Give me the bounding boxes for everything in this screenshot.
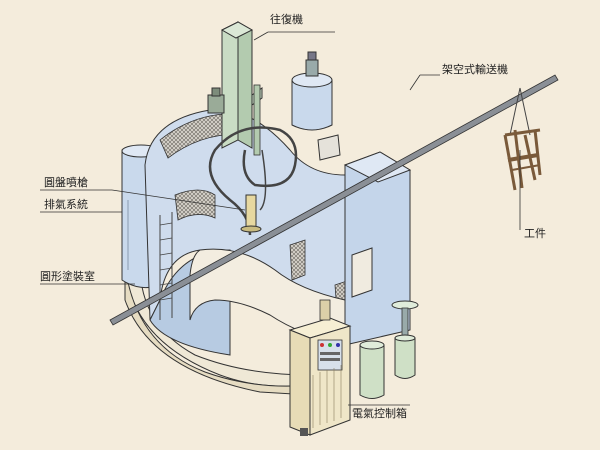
pump-stands [359, 300, 419, 399]
label-overhead-conveyor: 架空式輸送機 [442, 63, 508, 76]
disc-spray-gun [240, 194, 262, 233]
leader-conveyor [409, 74, 440, 91]
electrical-cabinet [288, 299, 352, 436]
paint-hose [208, 126, 298, 236]
reciprocator-column [207, 21, 263, 156]
paint-hose-2 [259, 149, 267, 211]
label-exhaust-system: 排氣系統 [44, 198, 88, 211]
leader-reciprocator-tick [253, 31, 269, 41]
label-electrical-cabinet: 電氣控制箱 [352, 407, 407, 420]
booth-right-enclosure [343, 151, 412, 346]
label-circular-booth: 圓形塗裝室 [40, 270, 95, 283]
leader-lines [40, 31, 521, 406]
label-workpiece: 工件 [524, 227, 546, 240]
label-reciprocator: 往復機 [270, 13, 303, 26]
leader-spray-gun [111, 189, 246, 211]
workpiece-chair [503, 87, 542, 191]
overhead-conveyor-rail [109, 74, 559, 326]
paint-tank [291, 51, 341, 161]
label-disc-spray-gun: 圓盤噴槍 [44, 176, 88, 189]
booth-inner-wall [189, 248, 346, 346]
